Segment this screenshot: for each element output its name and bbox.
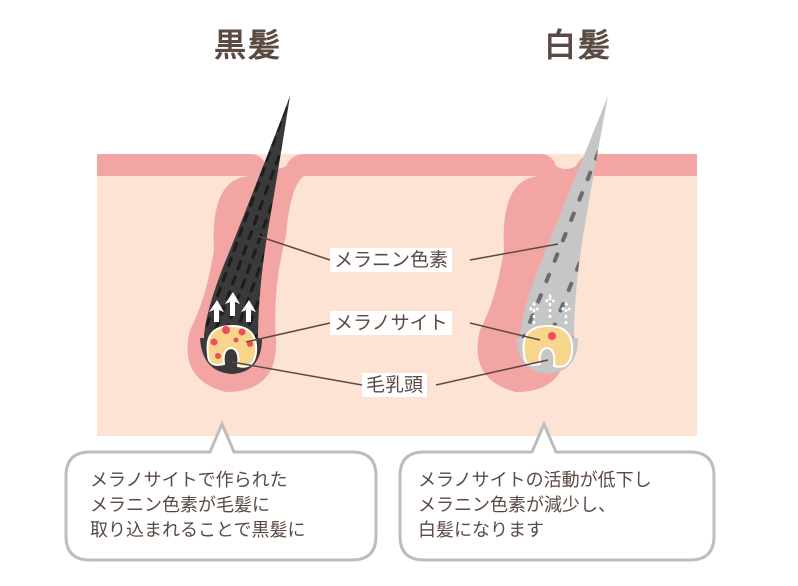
title-black-hair: 黒髪 (213, 26, 282, 64)
papilla-right (522, 324, 574, 368)
label-melanocyte: メラノサイト (330, 311, 452, 335)
label-melanin: メラニン色素 (330, 248, 453, 272)
title-white-hair: 白髪 (543, 26, 612, 64)
bubble-right-text: メラノサイトの活動が低下し メラニン色素が減少し、 白髪になります (418, 468, 652, 543)
skin-surface-band (97, 154, 697, 186)
leader-lines (231, 235, 559, 386)
melanin-dots-left (210, 326, 253, 359)
bubble-left-line: 取り込まれることで黒髪に (90, 520, 306, 541)
bubble-left-line: メラニン色素が毛髪に (90, 495, 270, 516)
label-dermal-papilla: 毛乳頭 (362, 373, 428, 397)
bubble-right-line: メラニン色素が減少し、 (418, 495, 616, 516)
bubble-left-text: メラノサイトで作られた メラニン色素が毛髪に 取り込まれることで黒髪に (90, 468, 305, 543)
white-hair-shaft (520, 96, 608, 340)
melanin-dot-right (548, 332, 556, 340)
melanin-arrows-left (209, 292, 256, 322)
speech-bubble-right (398, 420, 716, 562)
speech-bubble-left (64, 420, 378, 562)
bubble-left-line: メラノサイトで作られた (90, 470, 288, 491)
bubble-right-line: メラノサイトの活動が低下し (418, 470, 652, 491)
black-hair-shaft (204, 96, 290, 340)
melanin-arrows-right (528, 293, 572, 324)
bubble-right-line: 白髪になります (418, 520, 544, 541)
